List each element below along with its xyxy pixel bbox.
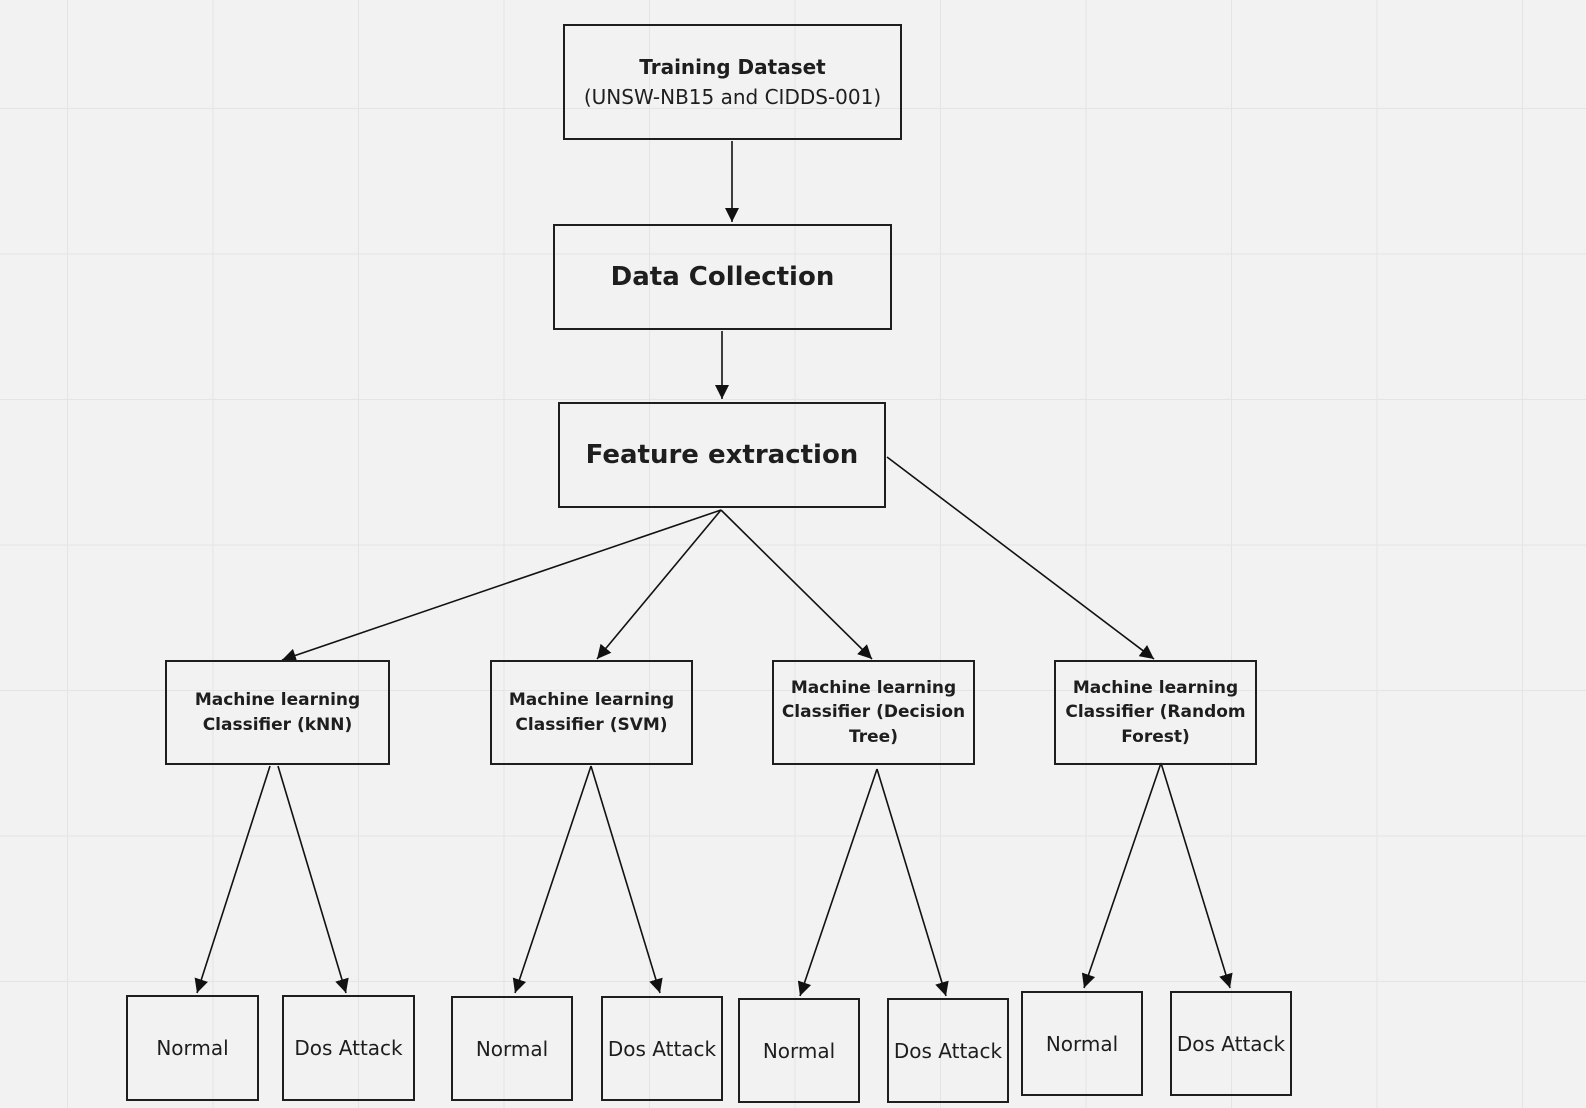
output-decision-tree-normal-label: Normal [762,1038,836,1063]
classifier-decision-tree-box[interactable]: Machine learning Classifier (Decision Tr… [772,660,975,765]
output-knn-attack-box[interactable]: Dos Attack [282,995,415,1101]
training-dataset-title: Training Dataset [639,55,826,79]
output-svm-attack-label: Dos Attack [607,1036,717,1061]
output-knn-normal-label: Normal [156,1036,229,1060]
arrow-decision-tree-to-attack [876,768,949,997]
classifier-decision-tree-label: Machine learning Classifier (Decision Tr… [781,677,966,747]
output-decision-tree-normal-box[interactable]: Normal [738,998,860,1103]
output-svm-attack-box[interactable]: Dos Attack [601,996,723,1101]
arrow-features-to-decision-tree [720,509,873,660]
output-knn-attack-label: Dos Attack [294,1036,403,1060]
output-svm-normal-box[interactable]: Normal [451,996,573,1101]
classifier-svm-label: Machine learning Classifier (SVM) [508,690,675,735]
arrow-decision-tree-to-normal [797,768,878,997]
training-dataset-box[interactable]: Training Dataset (UNSW-NB15 and CIDDS-00… [563,24,902,140]
data-collection-label: Data Collection [610,262,835,292]
arrow-features-to-svm [596,509,722,660]
classifier-knn-label: Machine learning Classifier (kNN) [194,690,361,735]
output-random-forest-attack-box[interactable]: Dos Attack [1170,991,1292,1096]
classifier-random-forest-box[interactable]: Machine learning Classifier (Random Fore… [1054,660,1257,765]
output-decision-tree-attack-box[interactable]: Dos Attack [887,998,1009,1103]
arrow-svm-to-attack [590,765,663,994]
arrow-knn-to-attack [277,765,349,994]
classifier-knn-box[interactable]: Machine learning Classifier (kNN) [165,660,390,765]
output-decision-tree-attack-label: Dos Attack [893,1038,1003,1063]
arrow-random-forest-to-attack [1160,762,1233,989]
arrow-knn-to-normal [194,765,271,994]
training-dataset-subtitle: (UNSW-NB15 and CIDDS-001) [583,85,882,109]
feature-extraction-label: Feature extraction [585,440,859,470]
output-random-forest-attack-label: Dos Attack [1176,1031,1286,1056]
classifier-random-forest-label: Machine learning Classifier (Random Fore… [1065,677,1246,747]
feature-extraction-box[interactable]: Feature extraction [558,402,886,508]
data-collection-box[interactable]: Data Collection [553,224,892,330]
classifier-svm-box[interactable]: Machine learning Classifier (SVM) [490,660,693,765]
arrow-features-to-knn [281,509,722,663]
output-random-forest-normal-label: Normal [1045,1031,1119,1056]
arrow-random-forest-to-normal [1081,762,1162,989]
output-random-forest-normal-box[interactable]: Normal [1021,991,1143,1096]
output-knn-normal-box[interactable]: Normal [126,995,259,1101]
arrow-svm-to-normal [512,765,592,994]
arrow-features-to-random-forest [886,456,1155,660]
output-svm-normal-label: Normal [475,1036,549,1061]
